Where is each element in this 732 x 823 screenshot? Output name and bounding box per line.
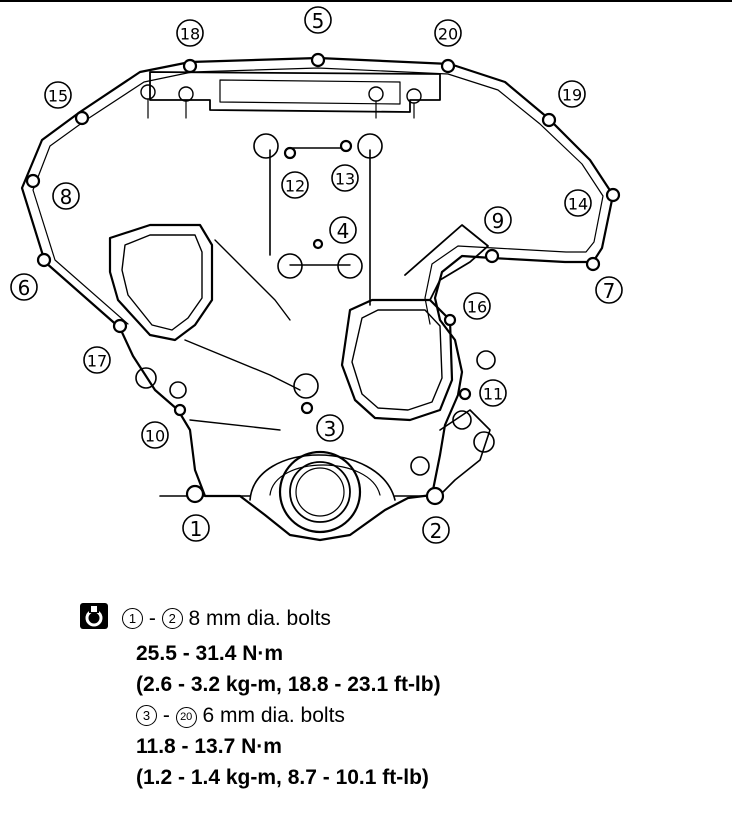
callout-15: 15 xyxy=(48,87,68,106)
spec-group2-torque-nm: 11.8 - 13.7 N·m xyxy=(136,735,282,758)
spec-group1-torque-nm: 25.5 - 31.4 N·m xyxy=(136,642,284,665)
crankshaft-seal-inner xyxy=(289,461,351,523)
callout-5: 5 xyxy=(312,9,325,33)
ref-1: 1 xyxy=(122,608,143,629)
spec-dash: - xyxy=(162,704,170,727)
ref-20: 20 xyxy=(175,707,197,728)
callout-8: 8 xyxy=(60,185,73,209)
callout-19: 19 xyxy=(562,86,582,105)
bolt-1 xyxy=(185,484,205,504)
torque-wrench-icon xyxy=(80,603,108,638)
bolt-5 xyxy=(310,52,326,68)
callout-1: 1 xyxy=(190,517,203,541)
callout-2: 2 xyxy=(430,519,443,543)
cover-inner-outline xyxy=(32,67,604,325)
bolt-9 xyxy=(484,248,500,264)
callout-4: 4 xyxy=(337,219,350,243)
bolt-13 xyxy=(339,139,353,153)
spec-group1-torque-other: (2.6 - 3.2 kg-m, 18.8 - 23.1 ft-lb) xyxy=(136,673,441,696)
bolt-12 xyxy=(283,146,297,160)
bolt-7 xyxy=(585,256,601,272)
bolt-2 xyxy=(425,486,445,506)
crankshaft-seal-outer xyxy=(278,450,362,534)
ref-3: 3 xyxy=(136,705,157,726)
bolt-15 xyxy=(74,110,90,126)
bolt-17 xyxy=(112,318,128,334)
bolt-19 xyxy=(541,112,557,128)
callout-20: 20 xyxy=(438,25,458,44)
spec-dash: - xyxy=(148,607,156,630)
bolt-8 xyxy=(25,173,41,189)
callout-13: 13 xyxy=(335,170,355,189)
bolt-3 xyxy=(300,401,314,415)
spec-group2-description: 6 mm dia. bolts xyxy=(202,704,345,727)
callout-11: 11 xyxy=(483,385,503,404)
top-block xyxy=(149,71,441,113)
right-housing xyxy=(340,298,454,422)
crankshaft-housing xyxy=(249,454,396,501)
bolt-11 xyxy=(458,387,472,401)
bolt-6 xyxy=(36,252,52,268)
spec-group2-header: 3 - 20 6 mm dia. bolts xyxy=(80,700,700,731)
callout-10: 10 xyxy=(145,427,165,446)
callout-9: 9 xyxy=(492,209,505,233)
bolt-20 xyxy=(440,58,456,74)
bolt-16 xyxy=(443,313,457,327)
callout-17: 17 xyxy=(87,352,107,371)
bolt-18 xyxy=(182,58,198,74)
ref-2: 2 xyxy=(161,608,183,629)
left-housing xyxy=(108,223,214,342)
spec-group2-torque-other: (1.2 - 1.4 kg-m, 8.7 - 10.1 ft-lb) xyxy=(136,766,429,789)
torque-specification: 1 - 2 8 mm dia. bolts 25.5 - 31.4 N·m (2… xyxy=(80,603,700,793)
callout-18: 18 xyxy=(180,25,200,44)
timing-cover-diagram: 1 2 3 4 5 6 7 8 9 10 11 12 13 14 15 16 1… xyxy=(10,6,623,544)
callout-14: 14 xyxy=(568,195,588,214)
spec-group1-header: 1 - 2 8 mm dia. bolts xyxy=(80,603,700,638)
callout-6: 6 xyxy=(18,276,31,300)
bolt-10 xyxy=(173,403,187,417)
spec-group1-description: 8 mm dia. bolts xyxy=(188,607,331,630)
callout-16: 16 xyxy=(467,298,487,317)
bolt-4 xyxy=(312,238,324,250)
callout-12: 12 xyxy=(285,177,305,196)
bolt-14 xyxy=(605,187,621,203)
callout-3: 3 xyxy=(324,417,337,441)
top-border-line xyxy=(0,0,732,2)
callout-7: 7 xyxy=(603,279,616,303)
